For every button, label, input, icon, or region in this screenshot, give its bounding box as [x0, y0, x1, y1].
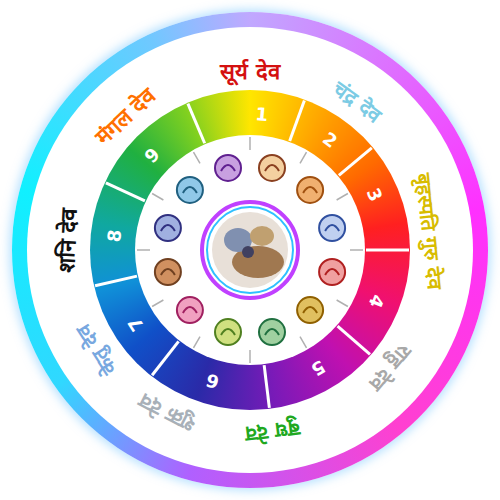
- zodiac-divider: [350, 249, 363, 251]
- segment-divider: [152, 341, 178, 375]
- segment-divider: [290, 101, 305, 141]
- zodiac-icon-detail: [303, 187, 317, 193]
- zodiac-icon-detail: [221, 329, 235, 335]
- zodiac-icon-detail: [303, 307, 317, 313]
- segment-divider: [366, 249, 409, 252]
- planet-label: बुध देव: [243, 417, 300, 445]
- zodiac-icon: [319, 259, 345, 285]
- zodiac-icon-detail: [265, 329, 279, 335]
- house-number: 1: [255, 105, 269, 124]
- house-number: 8: [105, 229, 124, 243]
- zodiac-icon: [155, 215, 181, 241]
- zodiac-divider: [137, 249, 150, 251]
- zodiac-icon: [177, 297, 203, 323]
- zodiac-icon: [297, 297, 323, 323]
- zodiac-divider: [337, 300, 348, 307]
- zodiac-icon-detail: [183, 307, 197, 313]
- zodiac-divider: [337, 194, 348, 201]
- zodiac-icon: [215, 155, 241, 181]
- planet-label: सूर्य देव: [220, 61, 280, 83]
- zodiac-icon: [177, 177, 203, 203]
- zodiac-icon: [297, 177, 323, 203]
- zodiac-divider: [152, 194, 163, 201]
- segment-divider: [106, 183, 145, 201]
- zodiac-divider: [249, 137, 251, 150]
- segment-divider: [95, 276, 137, 286]
- planet-label: शनि देव: [56, 208, 81, 274]
- zodiac-icon-detail: [183, 187, 197, 193]
- zodiac-divider: [194, 152, 201, 163]
- zodiac-icon: [215, 319, 241, 345]
- zodiac-icon-detail: [161, 269, 175, 275]
- segment-divider: [339, 148, 372, 176]
- zodiac-divider: [300, 152, 307, 163]
- segment-divider: [188, 104, 205, 144]
- zodiac-icon-detail: [325, 225, 339, 231]
- segment-divider: [338, 326, 370, 354]
- zodiac-icon-detail: [265, 165, 279, 171]
- zodiac-icon: [319, 215, 345, 241]
- zodiac-icon: [259, 155, 285, 181]
- zodiac-divider: [249, 350, 251, 363]
- segment-divider: [264, 365, 269, 408]
- zodiac-icon: [155, 259, 181, 285]
- zodiac-icon-detail: [325, 269, 339, 275]
- zodiac-icon: [259, 319, 285, 345]
- zodiac-divider: [300, 337, 307, 348]
- zodiac-divider: [194, 337, 201, 348]
- zodiac-icon-detail: [161, 225, 175, 231]
- zodiac-icon-detail: [221, 165, 235, 171]
- zodiac-divider: [152, 300, 163, 307]
